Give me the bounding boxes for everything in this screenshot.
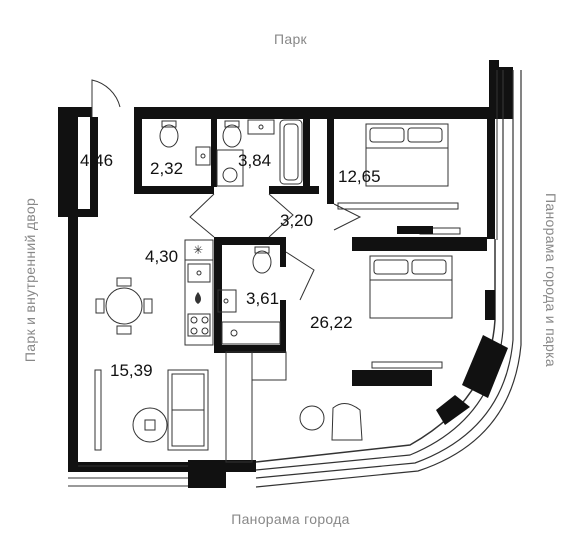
area-bedroom: 12,65 [338,167,381,186]
curved-wall-segments [436,290,508,425]
fixtures [95,119,461,463]
curved-window [255,70,522,488]
area-master-bedroom: 26,22 [310,313,353,332]
dark-fixtures [352,226,433,386]
room-areas: 4,46 2,32 3,84 12,65 3,20 4,30 3,61 26,2… [80,151,381,380]
area-kitchen: 4,30 [145,247,178,266]
orientation-top-label: Парк [274,31,307,47]
fridge-icon: ✳ [193,243,203,257]
area-shower: 3,61 [246,289,279,308]
orientation-bottom-label: Панорама города [231,511,350,527]
outer-walls [58,60,513,488]
water-drop-icon [195,292,201,304]
kitchen-icons: ✳ [193,243,203,304]
area-hallway: 3,20 [280,211,313,230]
area-balcony: 4,46 [80,151,113,170]
area-wc: 2,32 [150,159,183,178]
area-bathroom: 3,84 [238,151,271,170]
windows [68,70,498,487]
area-living-room: 15,39 [110,361,153,380]
doors [91,79,362,301]
